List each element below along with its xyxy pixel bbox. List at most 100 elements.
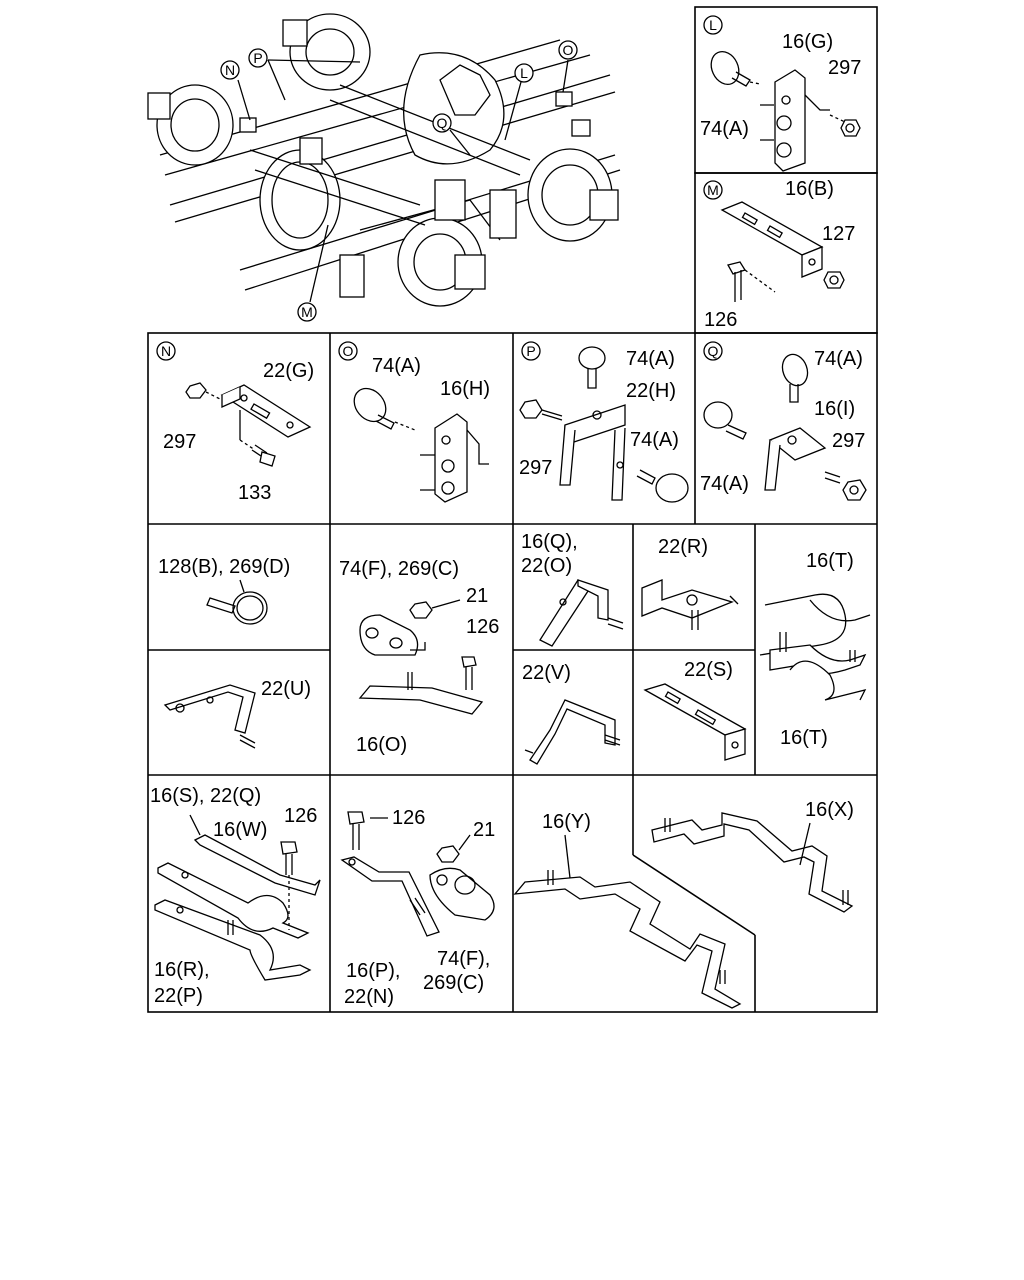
label-128b-269d: 128(B), 269(D) [158, 556, 290, 578]
label-16x: 16(X) [805, 799, 854, 821]
svg-text:N: N [161, 343, 171, 359]
clamp-74a-bottom-drawing [636, 469, 689, 503]
label-22u: 22(U) [261, 678, 311, 700]
label-22p: 22(P) [154, 985, 203, 1007]
panel-letter-m: M [703, 180, 723, 200]
label-16r: 16(R), [154, 959, 210, 981]
label-16y: 16(Y) [542, 811, 591, 833]
panel-letter-p: P [521, 341, 541, 361]
label-16t-top: 16(T) [806, 550, 854, 572]
label-16b: 16(B) [785, 178, 834, 200]
panel-letter-o: O [338, 341, 358, 361]
label-22r: 22(R) [658, 536, 708, 558]
bolt-126-drawing [461, 656, 477, 690]
clamp-74a-left-drawing [703, 401, 747, 440]
bracket-16p-drawing [340, 856, 440, 937]
bolt-133-drawing [239, 410, 276, 467]
clamp-74a-top-drawing [781, 353, 809, 403]
label-74a-top: 74(A) [814, 348, 863, 370]
label-22o: 22(O) [521, 555, 572, 577]
svg-text:N: N [225, 62, 235, 78]
bracket-16h-drawing [420, 413, 489, 503]
svg-text:P: P [526, 343, 535, 359]
bracket-16g-drawing [760, 69, 830, 172]
bolt-126-drawing [727, 261, 776, 302]
panel-l: L 16(G) 297 74(A) [700, 15, 861, 172]
nut-297-drawing [842, 479, 867, 501]
nut-297-drawing [829, 114, 861, 137]
callout-p[interactable]: P [248, 48, 268, 68]
nut-21-drawing [409, 599, 461, 619]
label-16t-bottom: 16(T) [780, 727, 828, 749]
svg-text:Q: Q [437, 115, 448, 131]
label-16w: 16(W) [213, 819, 267, 841]
svg-text:M: M [707, 182, 719, 198]
svg-text:O: O [563, 42, 574, 58]
strap-16w-drawing [189, 814, 321, 896]
label-21: 21 [473, 819, 495, 841]
label-16p: 16(P), [346, 960, 400, 982]
label-16s-22q: 16(S), 22(Q) [150, 785, 261, 807]
clamp-16r-drawing [154, 899, 312, 981]
callout-n[interactable]: N [220, 60, 240, 80]
part-16y: 16(Y) [513, 811, 742, 1009]
part-16s-set: 16(S), 22(Q) 126 16(W) 16(R), 22(P) [150, 785, 321, 1007]
svg-text:M: M [301, 304, 313, 320]
part-74f-set: 74(F), 269(C) 21 126 16(O) [339, 558, 499, 756]
label-16q: 16(Q), [521, 531, 578, 553]
axle-assembly-overview [147, 13, 621, 307]
panel-p: P 74(A) 22(H) 74(A) 297 [519, 341, 689, 503]
part-22r: 22(R) [641, 536, 739, 630]
label-297: 297 [828, 57, 861, 79]
svg-text:L: L [709, 17, 717, 33]
panel-letter-n: N [156, 341, 176, 361]
nut-297-drawing [519, 399, 563, 421]
label-16h: 16(H) [440, 378, 490, 400]
label-133: 133 [238, 482, 271, 504]
label-126: 126 [284, 805, 317, 827]
label-74a: 74(A) [700, 118, 749, 140]
part-16t-pair: 16(T) 16(T) [759, 550, 871, 749]
bracket-22h-drawing [559, 404, 626, 501]
callout-l[interactable]: L [514, 63, 534, 83]
label-126: 126 [704, 309, 737, 331]
svg-text:P: P [253, 50, 262, 66]
insulator-74f-drawing [359, 614, 426, 656]
label-74a-left: 74(A) [700, 473, 749, 495]
label-297: 297 [519, 457, 552, 479]
bracket-16b-drawing [720, 201, 824, 278]
overview-callouts: N P O L Q M [220, 40, 578, 322]
label-22g: 22(G) [263, 360, 314, 382]
label-22v: 22(V) [522, 662, 571, 684]
label-297: 297 [832, 430, 865, 452]
label-127: 127 [822, 223, 855, 245]
insulator-74f-drawing [429, 867, 495, 921]
label-16i: 16(I) [814, 398, 855, 420]
clamp-16s-drawing [157, 862, 310, 939]
label-21: 21 [466, 585, 488, 607]
svg-text:Q: Q [708, 343, 719, 359]
callout-m[interactable]: M [297, 302, 317, 322]
label-16o: 16(O) [356, 734, 407, 756]
label-269c: 269(C) [423, 972, 484, 994]
panel-m: M 16(B) 127 126 [703, 178, 855, 331]
label-297: 297 [163, 431, 196, 453]
label-22s: 22(S) [684, 659, 733, 681]
clamp-74a-drawing [353, 387, 416, 431]
clamp-74a-top-drawing [578, 346, 606, 389]
svg-text:O: O [343, 343, 354, 359]
panel-o: O 74(A) 16(H) [338, 341, 490, 503]
label-74a-bottom: 74(A) [630, 429, 679, 451]
callout-q[interactable]: Q [432, 113, 452, 133]
bracket-16i-drawing [764, 427, 841, 491]
panel-n: N 22(G) 297 133 [156, 341, 314, 504]
callout-o[interactable]: O [558, 40, 578, 60]
label-22h: 22(H) [626, 380, 676, 402]
bolt-126-drawing [280, 841, 298, 930]
label-74a-top: 74(A) [626, 348, 675, 370]
svg-text:L: L [520, 65, 528, 81]
nut-127-drawing [823, 271, 845, 289]
label-74f-269c: 74(F), 269(C) [339, 558, 459, 580]
panel-grid [147, 6, 878, 1013]
